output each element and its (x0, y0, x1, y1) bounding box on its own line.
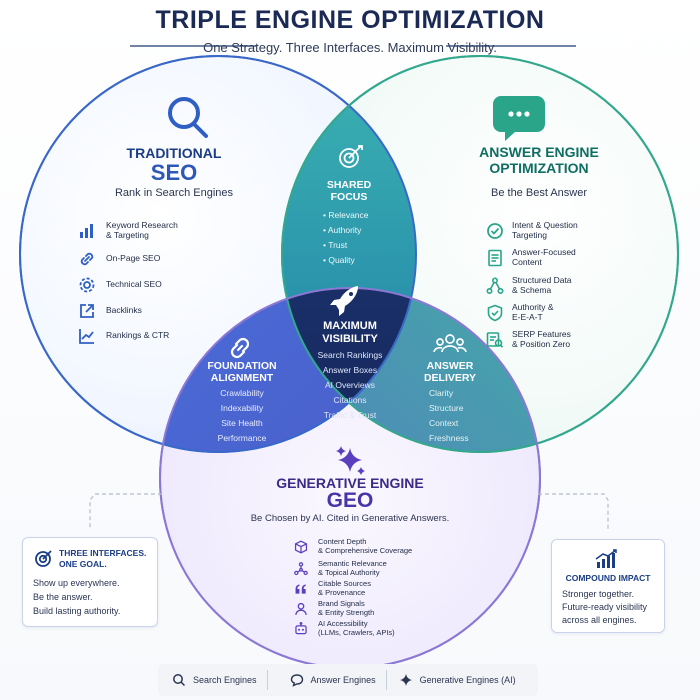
right-connector (538, 493, 609, 530)
legend: Search Engines Answer Engines Generative… (158, 664, 538, 696)
compound-impact-title: COMPOUND IMPACT (565, 573, 651, 583)
seo-item-rankings: Rankings & CTR (78, 327, 169, 345)
compound-impact-text: Stronger together. Future-ready visibili… (562, 589, 648, 625)
seo-item-backlinks: Backlinks (78, 302, 142, 320)
robot-icon (295, 621, 307, 634)
seo-item-technical: Technical SEO (78, 276, 162, 294)
chat-icon (290, 674, 303, 687)
sparkle-icon (399, 674, 412, 686)
search-icon (173, 674, 186, 687)
left-connector (89, 493, 162, 530)
page-subtitle: One Strategy. Three Interfaces. Maximum … (203, 40, 497, 55)
aeo-item-serp: SERP Features& Position Zero (486, 329, 571, 350)
seo-item-on-page: On-Page SEO (78, 250, 160, 268)
seo-heading-big: SEO (150, 160, 198, 185)
foundation-region (160, 288, 416, 452)
three-interfaces-title: THREE INTERFACES.ONE GOAL. (59, 548, 147, 569)
cube-icon (294, 540, 308, 554)
person-icon (295, 602, 307, 615)
trend-chart-icon (79, 329, 94, 344)
seo-item-keyword-research: Keyword Research& Targeting (78, 220, 178, 241)
chain-link-icon (230, 337, 250, 359)
shared-focus-list: • Relevance • Authority • Trust • Qualit… (323, 210, 369, 265)
document-icon (488, 249, 502, 267)
aeo-heading-line2: OPTIMIZATION (489, 160, 589, 176)
aeo-item-schema: Structured Data& Schema (486, 275, 572, 296)
sparkles-icon (336, 446, 365, 475)
geo-item-brand: Brand Signals& Entity Strength (294, 599, 374, 617)
rocket-icon (330, 286, 358, 316)
legend-item-generative: Generative Engines (AI) (399, 673, 516, 687)
serp-icon (486, 331, 504, 348)
target-icon (339, 145, 363, 168)
geo-tagline: Be Chosen by AI. Cited in Generative Ans… (250, 513, 450, 524)
target-icon (35, 550, 52, 567)
shield-check-icon (487, 304, 503, 322)
check-circle-icon (487, 222, 503, 239)
answer-delivery-list: Clarity Structure Context Freshness (429, 388, 469, 443)
geo-heading-big: GEO (326, 489, 374, 512)
schema-icon (486, 277, 504, 294)
maximum-visibility-list: Search Rankings Answer Boxes AI Overview… (317, 350, 383, 420)
link-icon (80, 252, 94, 266)
seo-tagline: Rank in Search Engines (114, 187, 233, 199)
gear-icon (79, 277, 95, 293)
growth-chart-icon (595, 549, 617, 568)
aeo-tagline: Be the Best Answer (491, 187, 587, 199)
page-title: TRIPLE ENGINE OPTIMIZATION (155, 6, 545, 34)
geo-item-semantic: Semantic Relevance& Topical Authority (294, 559, 387, 577)
network-icon (294, 561, 308, 575)
seo-heading-small: TRADITIONAL (126, 145, 222, 161)
geo-item-ai-accessibility: AI Accessibility(LLMs, Crawlers, APIs) (294, 619, 395, 637)
team-icon (433, 334, 467, 353)
three-interfaces-text: Show up everywhere. Be the answer. Build… (33, 578, 121, 616)
aeo-item-authority: Authority &E-E-A-T (486, 302, 554, 323)
geo-item-content-depth: Content Depth& Comprehensive Coverage (294, 537, 412, 555)
quote-icon (295, 583, 306, 594)
compound-impact-card: COMPOUND IMPACT Stronger together. Futur… (551, 539, 665, 633)
answer-delivery-region (282, 288, 540, 452)
magnifier-icon (168, 97, 208, 138)
three-interfaces-card: THREE INTERFACES.ONE GOAL. Show up every… (22, 537, 158, 627)
external-link-icon (80, 304, 94, 318)
legend-item-answer: Answer Engines (290, 673, 376, 687)
bar-chart-icon (80, 223, 93, 238)
chat-bubble-icon (493, 96, 545, 141)
geo-item-citable: Citable Sources& Provenance (294, 579, 371, 597)
aeo-heading-line1: ANSWER ENGINE (479, 144, 599, 160)
foundation-list: Crawlability Indexability Site Health Pe… (217, 388, 267, 443)
legend-item-search: Search Engines (172, 673, 257, 687)
geo-heading-small: GENERATIVE ENGINE (276, 475, 424, 491)
